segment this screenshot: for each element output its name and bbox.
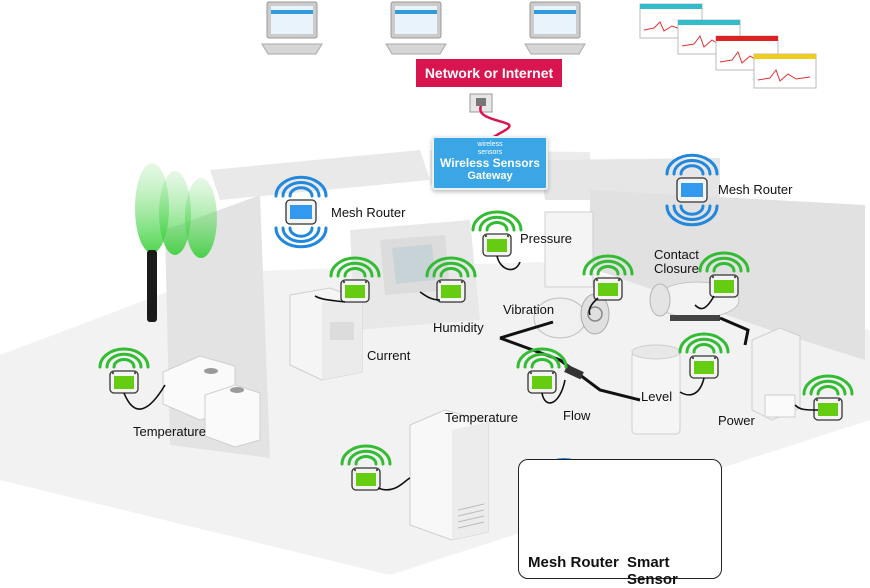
smart-sensor-vibration (582, 254, 634, 316)
smart-sensor-temperature-center (340, 444, 411, 491)
smart-sensor-current (314, 256, 381, 303)
smart-sensor-power (794, 374, 854, 421)
temperature-label: Temperature (445, 410, 518, 425)
temperature-label: Temperature (133, 424, 206, 439)
equipment-vibration-motor (533, 293, 610, 339)
equipment-current-cabinet (289, 287, 363, 381)
antenna-signal-icon (135, 163, 217, 322)
mesh-router-label: Mesh Router (331, 205, 406, 220)
smart-sensor-flow (516, 347, 568, 404)
pipeline (499, 316, 750, 402)
equipment-level-tank (631, 344, 681, 435)
smart-sensor-temperature-left (98, 347, 166, 410)
legend-smart-sensor-label: Smart Sensor (627, 554, 678, 588)
vibration-label: Vibration (503, 302, 555, 317)
gateway-subtitle: Gateway (467, 170, 513, 182)
legend-box: Mesh Router Smart Sensor (518, 459, 722, 588)
gateway-brand-line2: sensors (477, 149, 503, 156)
level-label: Level (641, 389, 673, 404)
report-chart-icons (639, 3, 817, 89)
contact-closure-label-line2: Closure (654, 261, 699, 276)
smart-sensor-contact-closure (694, 251, 750, 310)
network-or-internet-banner: Network or Internet (416, 59, 562, 87)
mesh-router-icon (665, 153, 719, 227)
pressure-label: Pressure (520, 231, 573, 246)
smart-sensor-pressure (471, 210, 523, 271)
equipment-temperature-server-rack (409, 409, 489, 541)
legend-mesh-router-label: Mesh Router (528, 554, 619, 571)
smart-sensor-humidity (419, 256, 477, 303)
gateway-title: Wireless Sensors (440, 156, 540, 170)
mesh-router-label: Mesh Router (718, 182, 793, 197)
flow-label: Flow (563, 408, 591, 423)
contact-closure-label-line1: Contact (654, 247, 699, 262)
network-connection (469, 93, 511, 141)
equipment-power-unit (751, 327, 801, 421)
power-label: Power (718, 413, 755, 428)
computer-icon (524, 1, 586, 55)
gateway-brand-line1: wireless (477, 141, 503, 148)
smart-sensor-level (678, 332, 730, 396)
equipment-temperature-freezers (162, 355, 261, 448)
mesh-router-icon (274, 175, 328, 249)
computer-icon (261, 1, 323, 55)
humidity-label: Humidity (433, 320, 484, 335)
computer-icon (385, 1, 447, 55)
current-label: Current (367, 348, 411, 363)
wireless-sensors-gateway: wireless sensors Wireless Sensors Gatewa… (432, 136, 548, 190)
equipment-pressure-tank (544, 211, 594, 288)
